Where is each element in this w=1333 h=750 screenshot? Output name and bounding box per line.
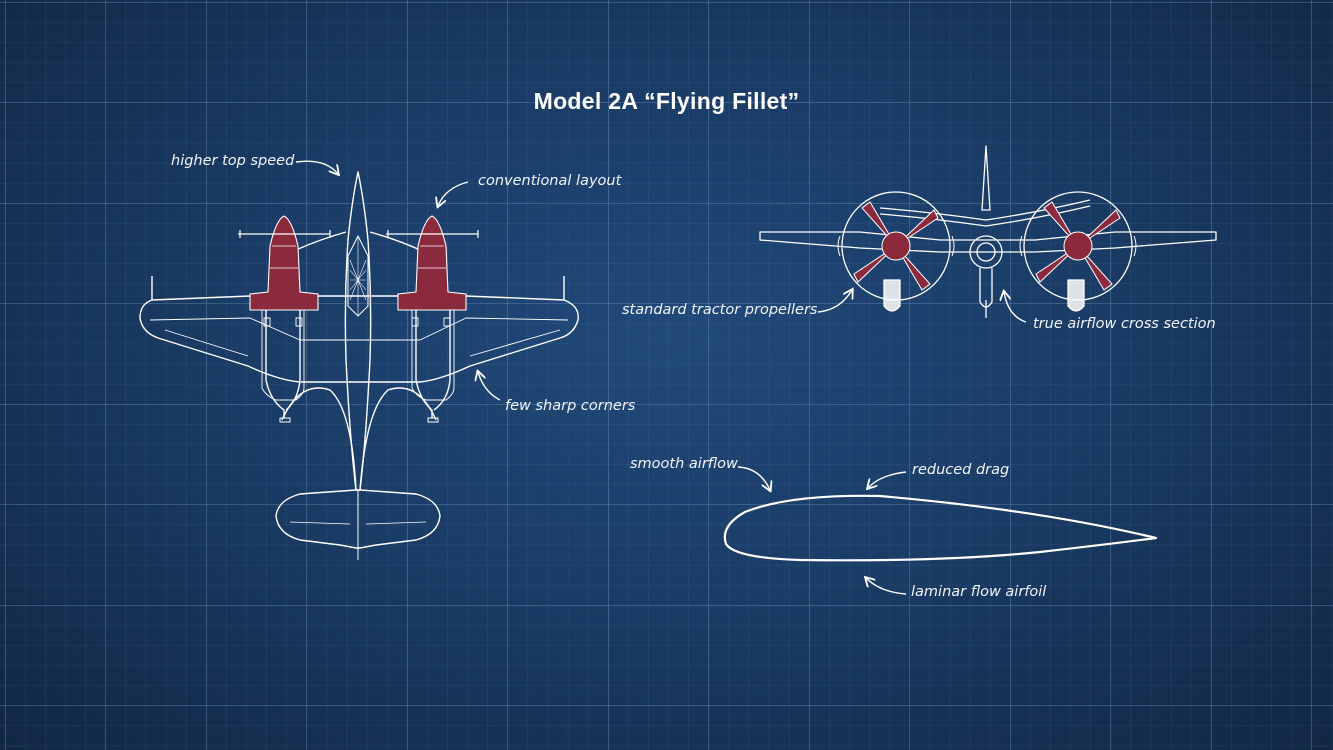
label-standard-tractor-propellers: standard tractor propellers xyxy=(622,302,818,318)
label-conventional-layout: conventional layout xyxy=(478,173,622,189)
airfoil-outline xyxy=(723,494,1158,562)
label-reduced-drag: reduced drag xyxy=(912,462,1010,478)
label-few-sharp-corners: few sharp corners xyxy=(505,398,636,414)
engine-nacelles-highlight xyxy=(249,215,467,311)
label-higher-top-speed: higher top speed xyxy=(171,153,295,169)
horizontal-tail xyxy=(275,489,441,549)
label-laminar-flow-airfoil: laminar flow airfoil xyxy=(911,584,1047,600)
label-smooth-airflow: smooth airflow xyxy=(630,456,738,472)
diagram-title: Model 2A “Flying Fillet” xyxy=(533,88,800,114)
wing-outline xyxy=(139,295,579,383)
label-true-airflow-cross-section: true airflow cross section xyxy=(1033,316,1216,332)
propeller-blades-highlight xyxy=(853,201,1121,291)
